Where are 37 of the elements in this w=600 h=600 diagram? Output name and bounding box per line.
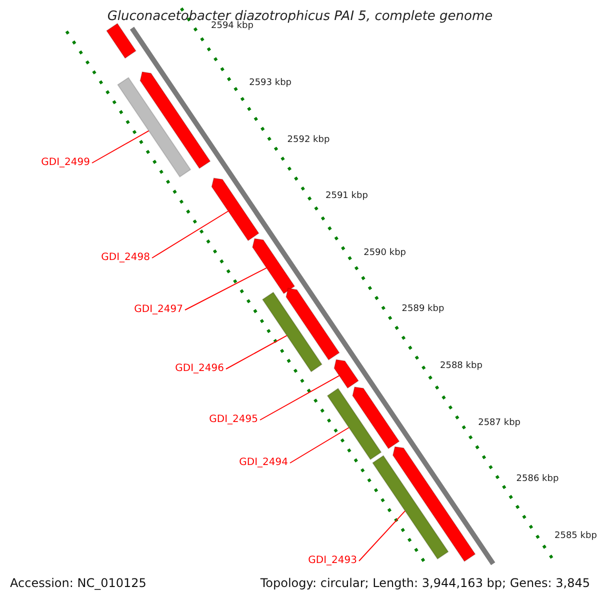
tick-label: 2589 kbp [402, 303, 444, 316]
gene-label: GDI_2493 [308, 554, 357, 568]
tick-label: 2587 kbp [478, 416, 520, 429]
gene-label: GDI_2499 [41, 156, 90, 170]
tick-label: 2591 kbp [326, 190, 368, 202]
leader-line [152, 210, 229, 258]
tick-label: 2590 kbp [364, 246, 406, 259]
gene-label: GDI_2497 [134, 303, 183, 317]
leader-line [358, 510, 406, 562]
gene-label: GDI_2495 [209, 413, 258, 427]
leader-line [260, 375, 340, 420]
gene-feature [352, 386, 400, 450]
footer-text: Accession: NC_010125 [10, 575, 146, 591]
gene-feature [286, 288, 340, 361]
leader-line [184, 267, 268, 310]
gene-bar [262, 292, 323, 372]
gene-feature [252, 238, 296, 294]
gene-feature [211, 178, 260, 242]
leader-line [226, 335, 288, 370]
tick-label: 2588 kbp [440, 360, 482, 372]
gene-label: GDI_2496 [175, 362, 224, 376]
gene-bar [326, 388, 382, 460]
gene-feature [334, 359, 360, 389]
gene-bar [106, 22, 137, 59]
gene-bar [117, 76, 192, 178]
leader-line [290, 427, 350, 464]
tick-label: 2592 kbp [287, 134, 330, 146]
gene-label: GDI_2498 [101, 251, 150, 265]
tick-label: 2586 kbp [516, 473, 559, 486]
footer-text: Topology: circular; Length: 3,944,163 bp; Genes: 3,845 [260, 575, 590, 591]
tick-label: 2585 kbp [554, 530, 597, 542]
leader-line [92, 130, 150, 164]
gene-feature [392, 446, 476, 562]
tick-label: 2593 kbp [249, 77, 292, 89]
gene-feature [140, 71, 211, 170]
gene-label: GDI_2494 [239, 456, 288, 470]
gene-bar [372, 454, 449, 560]
